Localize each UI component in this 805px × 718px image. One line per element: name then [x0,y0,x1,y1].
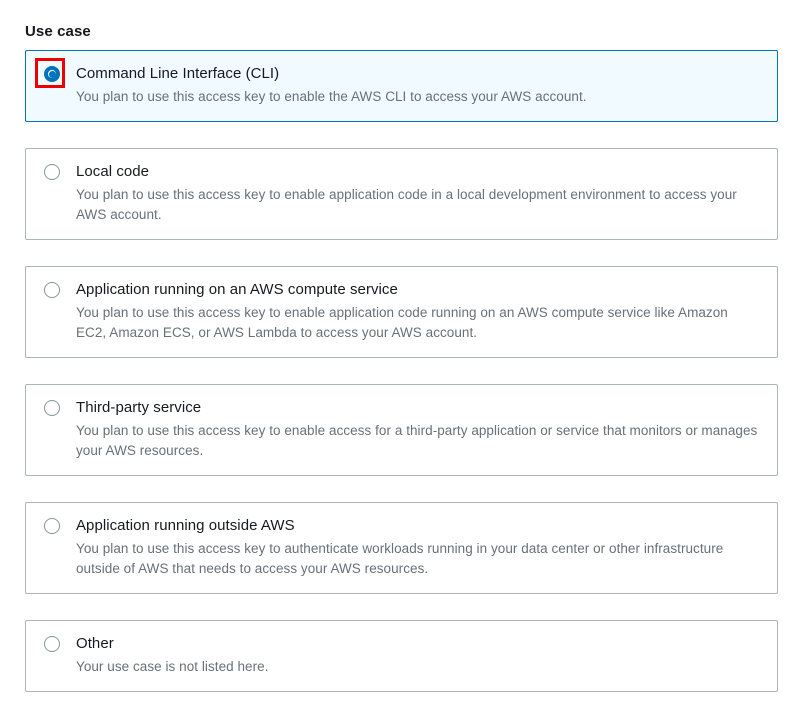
use-case-option-cli[interactable]: Command Line Interface (CLI) You plan to… [25,50,778,122]
radio-button-cli[interactable] [44,66,60,82]
use-case-description: You plan to use this access key to authe… [76,541,724,576]
use-case-description: You plan to use this access key to enabl… [76,89,587,104]
use-case-option-third-party-service[interactable]: Third-party service You plan to use this… [25,384,778,476]
use-case-radio-group: Command Line Interface (CLI) You plan to… [25,50,778,718]
use-case-description: You plan to use this access key to enabl… [76,187,737,222]
use-case-text-aws-compute-service: Application running on an AWS compute se… [76,280,761,343]
use-case-option-aws-compute-service[interactable]: Application running on an AWS compute se… [25,266,778,358]
use-case-description: You plan to use this access key to enabl… [76,423,758,458]
use-case-text-third-party-service: Third-party service You plan to use this… [76,398,761,461]
radio-button-aws-compute-service[interactable] [44,282,60,298]
use-case-title: Third-party service [76,399,202,416]
radio-wrap-outside-aws [44,518,62,536]
use-case-title: Other [76,635,114,652]
use-case-description: Your use case is not listed here. [76,659,269,674]
use-case-text-outside-aws: Application running outside AWS You plan… [76,516,761,579]
radio-wrap-local-code [44,164,62,182]
radio-wrap-other [44,636,62,654]
use-case-option-other[interactable]: Other Your use case is not listed here. [25,620,778,692]
radio-wrap-cli [35,58,65,88]
radio-wrap-third-party-service [44,400,62,418]
radio-button-other[interactable] [44,636,60,652]
use-case-title: Command Line Interface (CLI) [76,65,280,82]
page-title: Use case [25,23,91,40]
use-case-option-outside-aws[interactable]: Application running outside AWS You plan… [25,502,778,594]
use-case-text-other: Other Your use case is not listed here. [76,634,761,677]
radio-button-local-code[interactable] [44,164,60,180]
radio-button-third-party-service[interactable] [44,400,60,416]
use-case-description: You plan to use this access key to enabl… [76,305,728,340]
use-case-title: Application running on an AWS compute se… [76,281,398,298]
use-case-text-local-code: Local code You plan to use this access k… [76,162,761,225]
radio-wrap-aws-compute-service [44,282,62,300]
radio-button-outside-aws[interactable] [44,518,60,534]
use-case-title: Application running outside AWS [76,517,295,534]
use-case-title: Local code [76,163,150,180]
use-case-option-local-code[interactable]: Local code You plan to use this access k… [25,148,778,240]
use-case-text-cli: Command Line Interface (CLI) You plan to… [76,64,761,107]
